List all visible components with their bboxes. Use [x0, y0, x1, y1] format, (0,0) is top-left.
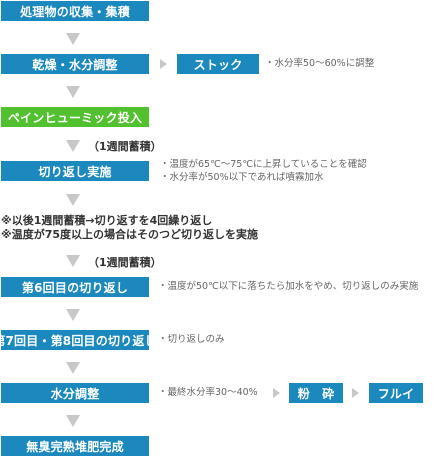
- week-note-1: （1週間蓄積）: [88, 140, 162, 153]
- right-arrow-icon: [160, 59, 167, 69]
- turn-note-2: ・水分率が50%以下であれば噴霧加水: [160, 172, 324, 183]
- step-sieve: フルイ: [369, 383, 423, 403]
- repeat-note-2: ※温度が75度以上の場合はそのつど切り返しを実施: [1, 228, 258, 241]
- down-arrow-icon: [66, 362, 80, 374]
- down-arrow-icon: [66, 140, 80, 152]
- right-arrow-icon: [352, 388, 359, 398]
- step-stock: ストック: [177, 54, 259, 74]
- down-arrow-icon: [66, 33, 80, 45]
- step-collect: 処理物の収集・集積: [1, 1, 149, 21]
- stock-note: ・水分率50～60%に調整: [265, 58, 375, 69]
- right-arrow-icon: [273, 388, 280, 398]
- step-crush: 粉 砕: [289, 383, 343, 403]
- turn6-note: ・温度が50℃以下に落ちたら加水をやめ、切り返しのみ実施: [158, 281, 419, 292]
- step-dry: 乾燥・水分調整: [1, 54, 149, 74]
- step-turn: 切り返し実施: [1, 161, 149, 181]
- turn-note-1: ・温度が65℃～75℃に上昇していることを確認: [160, 159, 367, 170]
- turn78-note: ・切り返しのみ: [158, 334, 225, 345]
- water-note: ・最終水分率30～40%: [158, 387, 258, 398]
- down-arrow-icon: [66, 415, 80, 427]
- down-arrow-icon: [66, 255, 80, 267]
- down-arrow-icon: [66, 194, 80, 206]
- down-arrow-icon: [66, 309, 80, 321]
- step-turn6: 第6回目の切り返し: [1, 277, 149, 297]
- step-water: 水分調整: [1, 383, 149, 403]
- step-pein: ペインヒューミック投入: [1, 107, 149, 127]
- step-turn78: 第7回目・第8回目の切り返し: [0, 330, 157, 350]
- step-done: 無臭完熟堆肥完成: [1, 436, 149, 456]
- week-note-2: （1週間蓄積）: [88, 256, 162, 269]
- down-arrow-icon: [66, 86, 80, 98]
- repeat-note-1: ※以後1週間蓄積→切り返すを4回繰り返し: [1, 214, 213, 227]
